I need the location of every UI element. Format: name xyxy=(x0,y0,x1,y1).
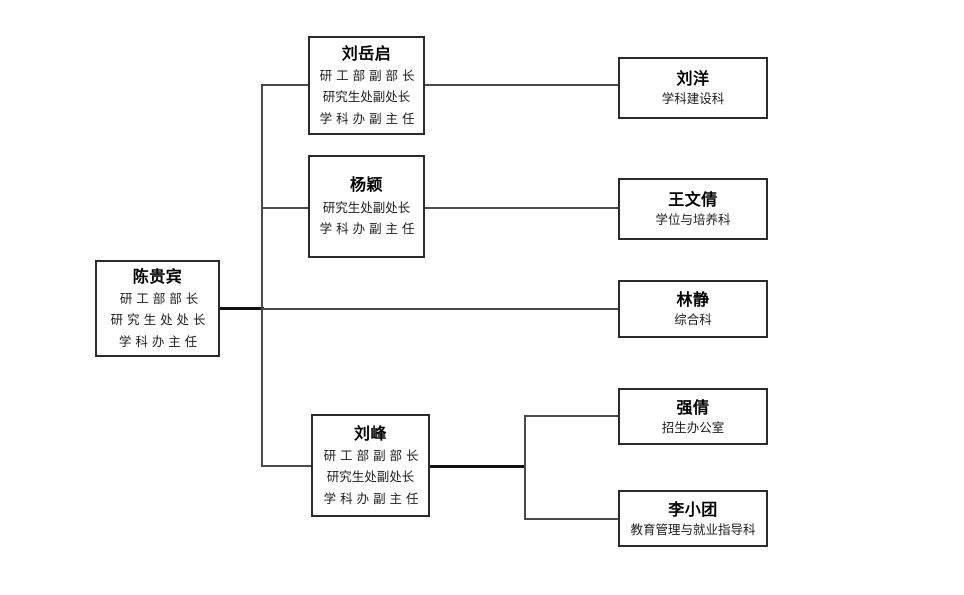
connector-subtrunk-to-qiang-qian xyxy=(524,415,620,417)
node-department: 综合科 xyxy=(674,312,712,328)
node-title-line-1: 研究生处副处长 xyxy=(322,199,411,215)
node-title-line-2: 研 究 生 处 处 长 xyxy=(110,312,206,328)
node-name: 王文倩 xyxy=(668,190,718,210)
node-name: 刘峰 xyxy=(353,423,387,443)
node-title-line-3: 学 科 办 副 主 任 xyxy=(323,490,419,506)
node-name: 林静 xyxy=(676,290,710,310)
connector-trunk-to-liu-feng xyxy=(261,465,311,467)
node-title-line-2: 学 科 办 副 主 任 xyxy=(319,221,415,237)
node-staff-liu-yang[interactable]: 刘洋 学科建设科 xyxy=(618,57,768,119)
node-name: 刘洋 xyxy=(676,69,710,89)
connector-yang-ying-to-wang-wenqian xyxy=(424,207,619,209)
node-staff-li-xiaotuan[interactable]: 李小团 教育管理与就业指导科 xyxy=(618,490,768,547)
node-title-line-1: 研 工 部 副 部 长 xyxy=(323,447,419,463)
node-deputy-yang-ying[interactable]: 杨颖 研究生处副处长 学 科 办 副 主 任 xyxy=(308,155,425,258)
connector-liu-feng-stub xyxy=(429,465,526,468)
node-title-line-3: 学 科 办 主 任 xyxy=(118,333,198,349)
node-deputy-liu-yueqi[interactable]: 刘岳启 研 工 部 副 部 长 研究生处副处长 学 科 办 副 主 任 xyxy=(308,36,425,135)
connector-trunk-to-lin-jing xyxy=(261,308,619,310)
node-deputy-liu-feng[interactable]: 刘峰 研 工 部 副 部 长 研究生处副处长 学 科 办 副 主 任 xyxy=(311,414,430,517)
node-name: 刘岳启 xyxy=(341,43,392,63)
node-staff-wang-wenqian[interactable]: 王文倩 学位与培养科 xyxy=(618,178,768,240)
node-title-line-1: 研 工 部 部 长 xyxy=(119,290,199,306)
node-title-line-2: 研究生处副处长 xyxy=(326,469,415,485)
node-staff-lin-jing[interactable]: 林静 综合科 xyxy=(618,280,768,338)
node-root-chen-guibin[interactable]: 陈贵宾 研 工 部 部 长 研 究 生 处 处 长 学 科 办 主 任 xyxy=(95,260,220,357)
node-department: 学科建设科 xyxy=(661,91,725,107)
node-staff-qiang-qian[interactable]: 强倩 招生办公室 xyxy=(618,388,768,445)
connector-main-trunk xyxy=(261,85,263,467)
node-title-line-3: 学 科 办 副 主 任 xyxy=(319,110,415,126)
connector-trunk-to-yang-ying xyxy=(261,207,309,209)
node-department: 教育管理与就业指导科 xyxy=(630,521,756,537)
node-title-line-2: 研究生处副处长 xyxy=(322,89,411,105)
node-name: 杨颖 xyxy=(349,175,383,195)
node-department: 学位与培养科 xyxy=(655,212,731,228)
node-name: 陈贵宾 xyxy=(132,266,183,286)
connector-subtrunk-to-li-xiaotuan xyxy=(524,518,620,520)
connector-trunk-to-liu-yueqi xyxy=(261,84,309,86)
connector-bottom-subtrunk xyxy=(524,416,526,520)
node-name: 李小团 xyxy=(668,499,718,519)
node-name: 强倩 xyxy=(676,397,710,417)
node-title-line-1: 研 工 部 副 部 长 xyxy=(319,67,415,83)
connector-root-stub xyxy=(219,307,264,310)
connector-liu-yueqi-to-liu-yang xyxy=(424,84,619,86)
node-department: 招生办公室 xyxy=(661,419,725,435)
